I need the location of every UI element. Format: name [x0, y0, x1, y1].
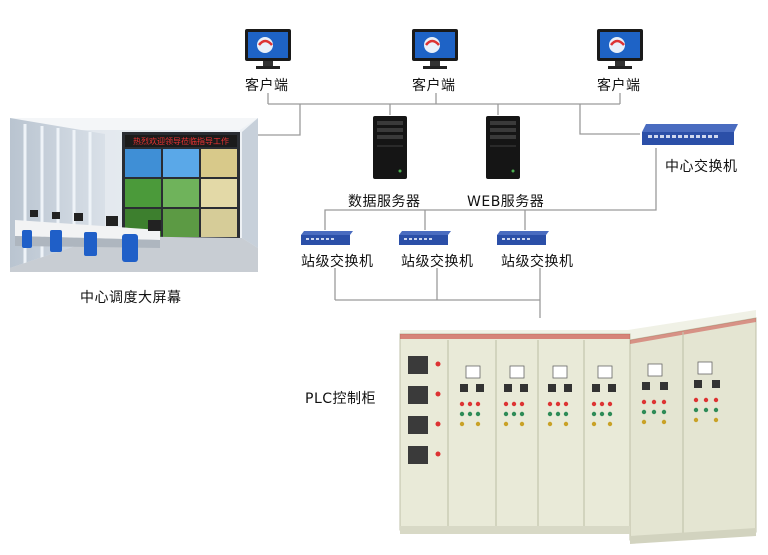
switch-icon: [642, 124, 738, 145]
plc-cabinet-image: [398, 304, 760, 550]
monitor-icon: [412, 29, 458, 69]
data-server-label: 数据服务器: [348, 194, 421, 210]
screen-banner-text: 热烈欢迎领导莅临指导工作: [133, 136, 229, 146]
station-switch-label: 站级交换机: [301, 254, 374, 270]
client-2: [410, 27, 460, 72]
plc-cabinet-illustration: [399, 310, 757, 544]
control-room-image: 热烈欢迎领导莅临指导工作: [10, 118, 258, 272]
center-switch-label: 中心交换机: [665, 159, 738, 175]
monitor-icon: [597, 29, 643, 69]
control-room-illustration: 热烈欢迎领导莅临指导工作: [10, 118, 258, 272]
monitor-icon: [245, 29, 291, 69]
web-server-label: WEB服务器: [467, 194, 545, 210]
station-switch-3: [496, 230, 550, 246]
client-1: [243, 27, 293, 72]
client-label: 客户端: [245, 78, 289, 94]
server-tower-icon: [373, 116, 407, 179]
station-switch-1: [300, 230, 354, 246]
control-room-label: 中心调度大屏幕: [80, 290, 182, 306]
server-tower-icon: [486, 116, 520, 179]
station-switch-label: 站级交换机: [501, 254, 574, 270]
center-switch: [640, 122, 740, 148]
station-switch-label: 站级交换机: [401, 254, 474, 270]
web-server: [485, 115, 521, 180]
client-3: [595, 27, 645, 72]
client-label: 客户端: [597, 78, 641, 94]
switch-icon: [399, 231, 451, 245]
switch-icon: [301, 231, 353, 245]
plc-label: PLC控制柜: [305, 391, 377, 407]
client-label: 客户端: [412, 78, 456, 94]
switch-icon: [497, 231, 549, 245]
data-server: [372, 115, 408, 180]
station-switch-2: [398, 230, 452, 246]
